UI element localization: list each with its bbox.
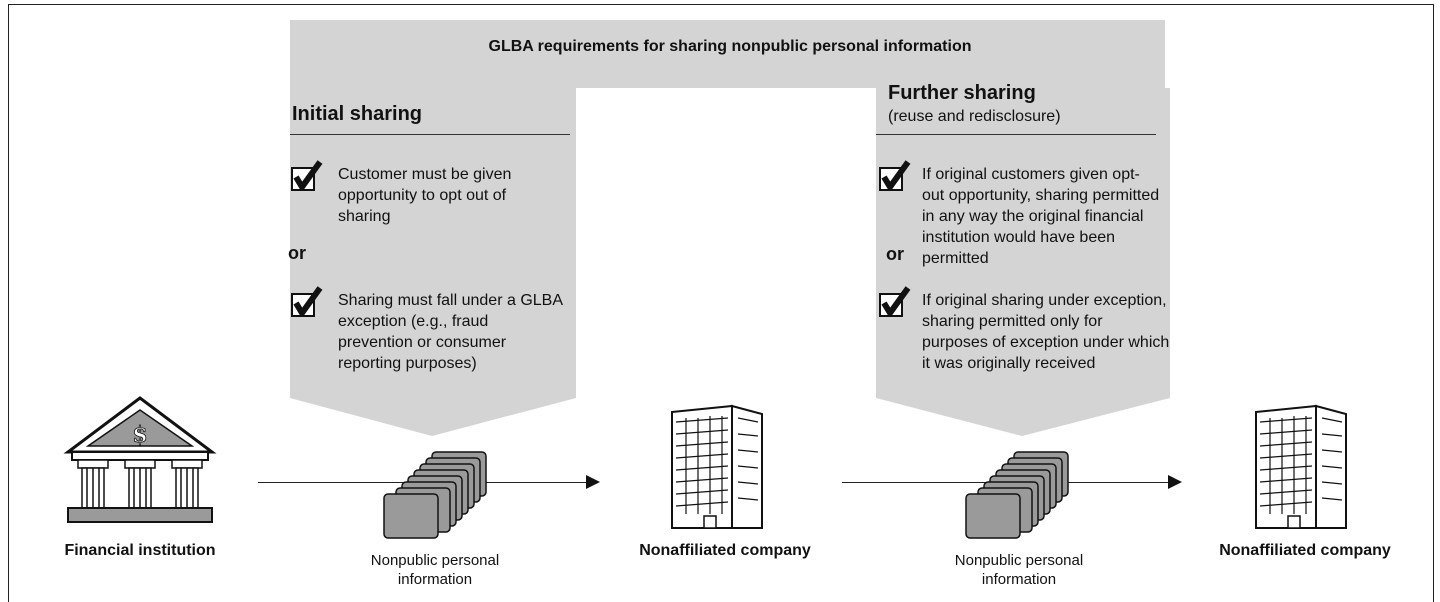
requirements-banner-shape [290,20,1170,436]
initial-item-opt-out: Customer must be given opportunity to op… [338,166,512,225]
svg-text:$: $ [132,422,147,448]
further-sharing-subheading: (reuse and redisclosure) [888,108,1061,125]
office-building-icon [671,404,763,529]
further-or-label: or [886,244,904,264]
arrowhead-icon [586,475,600,489]
document-stack-icon [965,451,1069,539]
nonaffiliated-company-label-2: Nonaffiliated company [1219,542,1391,559]
office-building-icon [1255,404,1347,529]
diagram-frame [8,4,1434,602]
nonaffiliated-company-label-1: Nonaffiliated company [639,542,811,559]
checkmark-icon [291,286,323,317]
initial-sharing-heading: Initial sharing [292,103,423,125]
info-label-1: Nonpublic personal information [370,552,500,588]
further-item-opt-out: If original customers given opt-out oppo… [922,166,1160,267]
checkmark-icon [291,160,323,191]
diagram-title: GLBA requirements for sharing nonpublic … [488,38,972,55]
checkmark-icon [879,160,911,191]
initial-sharing-rule [290,134,570,135]
initial-or-label: or [288,243,306,263]
bank-icon: $ [63,396,217,523]
document-stack-icon [383,451,487,539]
further-sharing-heading: Further sharing [888,82,1036,104]
initial-item-exception: Sharing must fall under a GLBA exception… [338,292,563,372]
arrowhead-icon [1168,475,1182,489]
further-item-exception: If original sharing under exception, sha… [922,292,1170,372]
checkmark-icon [879,286,911,317]
info-label-2: Nonpublic personal information [954,552,1084,588]
further-sharing-rule [876,134,1156,135]
financial-institution-label: Financial institution [64,542,216,559]
